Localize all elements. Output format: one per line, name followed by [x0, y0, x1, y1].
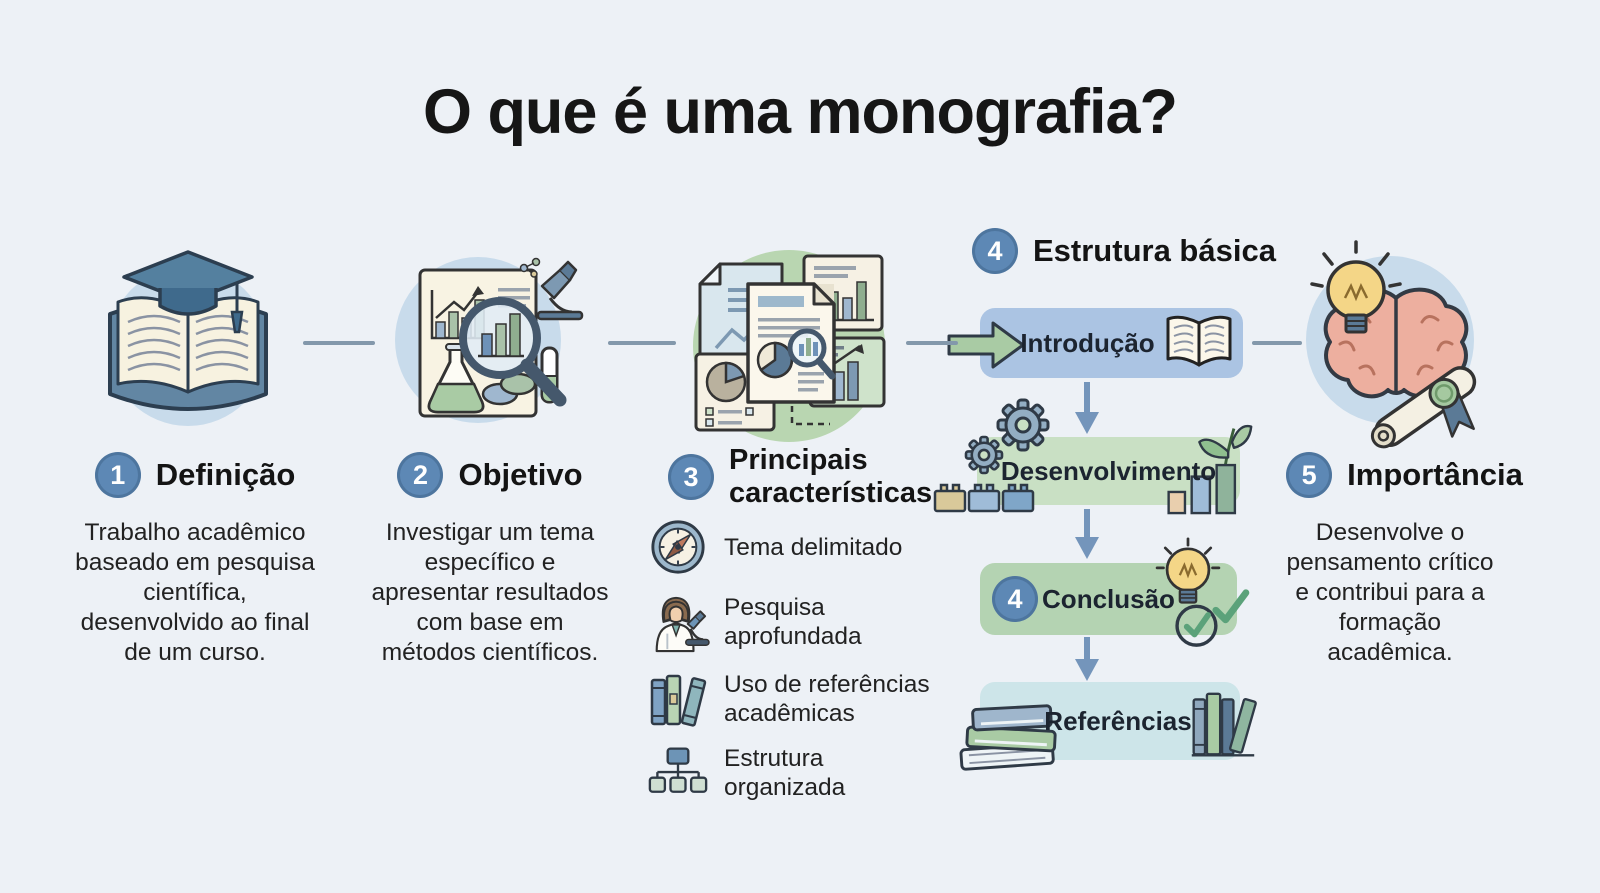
flow-label: Referências — [1044, 705, 1192, 736]
books-row-icon — [648, 668, 708, 730]
flow-box-referencias: Referências — [959, 682, 1257, 771]
arrow-right-icon — [947, 319, 1025, 371]
step-badge-4: 4 — [972, 228, 1018, 274]
checkmarks-icon — [1173, 585, 1250, 649]
connector-line — [1252, 341, 1302, 345]
body-objetivo: Investigar um tema específico e apresent… — [371, 519, 609, 666]
heading-caracteristicas: Principais características — [729, 444, 933, 509]
heading-importancia: Importância — [1347, 457, 1523, 492]
heading-objetivo: Objetivo — [458, 457, 583, 492]
list-item-label: Estrutura organizada — [724, 745, 846, 801]
body-importancia: Desenvolve o pensamento crítico e contri… — [1286, 519, 1494, 666]
book-graduation-icon — [88, 238, 288, 438]
step-badge-conclusao: 4 — [992, 576, 1038, 622]
step-badge-2: 2 — [397, 452, 444, 498]
documents-charts-icon — [672, 226, 907, 461]
flow-label: Conclusão — [1042, 583, 1175, 614]
gears-icon — [963, 393, 1057, 483]
caracteristicas-list: Tema delimitado — [648, 518, 948, 802]
flow-box-desenvolvimento: Desenvolvimento — [933, 398, 1253, 515]
step-badge-3: 3 — [668, 454, 714, 500]
list-item-label: Uso de referências acadêmicas — [724, 671, 930, 727]
scientist-icon — [648, 590, 710, 654]
body-definicao: Trabalho acadêmico baseado em pesquisa c… — [75, 519, 315, 666]
heading-estrutura: Estrutura básica — [1033, 233, 1276, 268]
flow-arrow-down-icon — [1074, 637, 1100, 681]
connector-line — [906, 341, 958, 345]
list-item-label: Pesquisa aprofundada — [724, 594, 862, 650]
list-item-pesquisa: Pesquisa aprofundada — [648, 590, 948, 654]
flow-label: Introdução — [1020, 327, 1155, 358]
blocks-icon — [933, 467, 1037, 513]
book-spines-icon — [1190, 690, 1257, 760]
section-heading-caracteristicas: 3 Principais características — [668, 444, 932, 510]
flow-arrow-down-icon — [1074, 382, 1100, 434]
section-heading-importancia: 5 Importância — [1262, 452, 1547, 498]
step-badge-1: 1 — [94, 452, 141, 498]
flow-label: Desenvolvimento — [1000, 455, 1217, 486]
lightbulb-icon — [1153, 537, 1223, 617]
list-item-referencias: Uso de referências acadêmicas — [648, 668, 948, 730]
brain-idea-icon — [1284, 228, 1496, 449]
connector-line — [608, 341, 676, 345]
connector-line — [303, 341, 375, 345]
list-item-estrutura: Estrutura organizada — [648, 744, 948, 802]
section-heading-objetivo: 2 Objetivo — [350, 452, 630, 498]
list-item-label: Tema delimitado — [724, 533, 903, 561]
section-heading-estrutura: 4 Estrutura básica — [972, 228, 1276, 274]
plant-growth-icon — [1164, 419, 1253, 515]
page-title: O que é uma monografia? — [422, 77, 1178, 147]
org-chart-icon — [648, 745, 708, 801]
step-badge-5: 5 — [1286, 452, 1333, 498]
flow-arrow-down-icon — [1074, 509, 1100, 559]
compass-icon — [648, 518, 708, 576]
open-book-icon — [1161, 313, 1237, 373]
flow-box-conclusao: 4 Conclusão — [980, 537, 1250, 647]
heading-definicao: Definição — [155, 457, 296, 492]
list-item-tema: Tema delimitado — [648, 518, 948, 576]
research-magnifier-icon — [372, 232, 587, 447]
section-heading-definicao: 1 Definição — [55, 452, 335, 498]
book-stack-icon — [958, 696, 1066, 774]
flow-box-introducao: Introdução — [947, 308, 1243, 378]
